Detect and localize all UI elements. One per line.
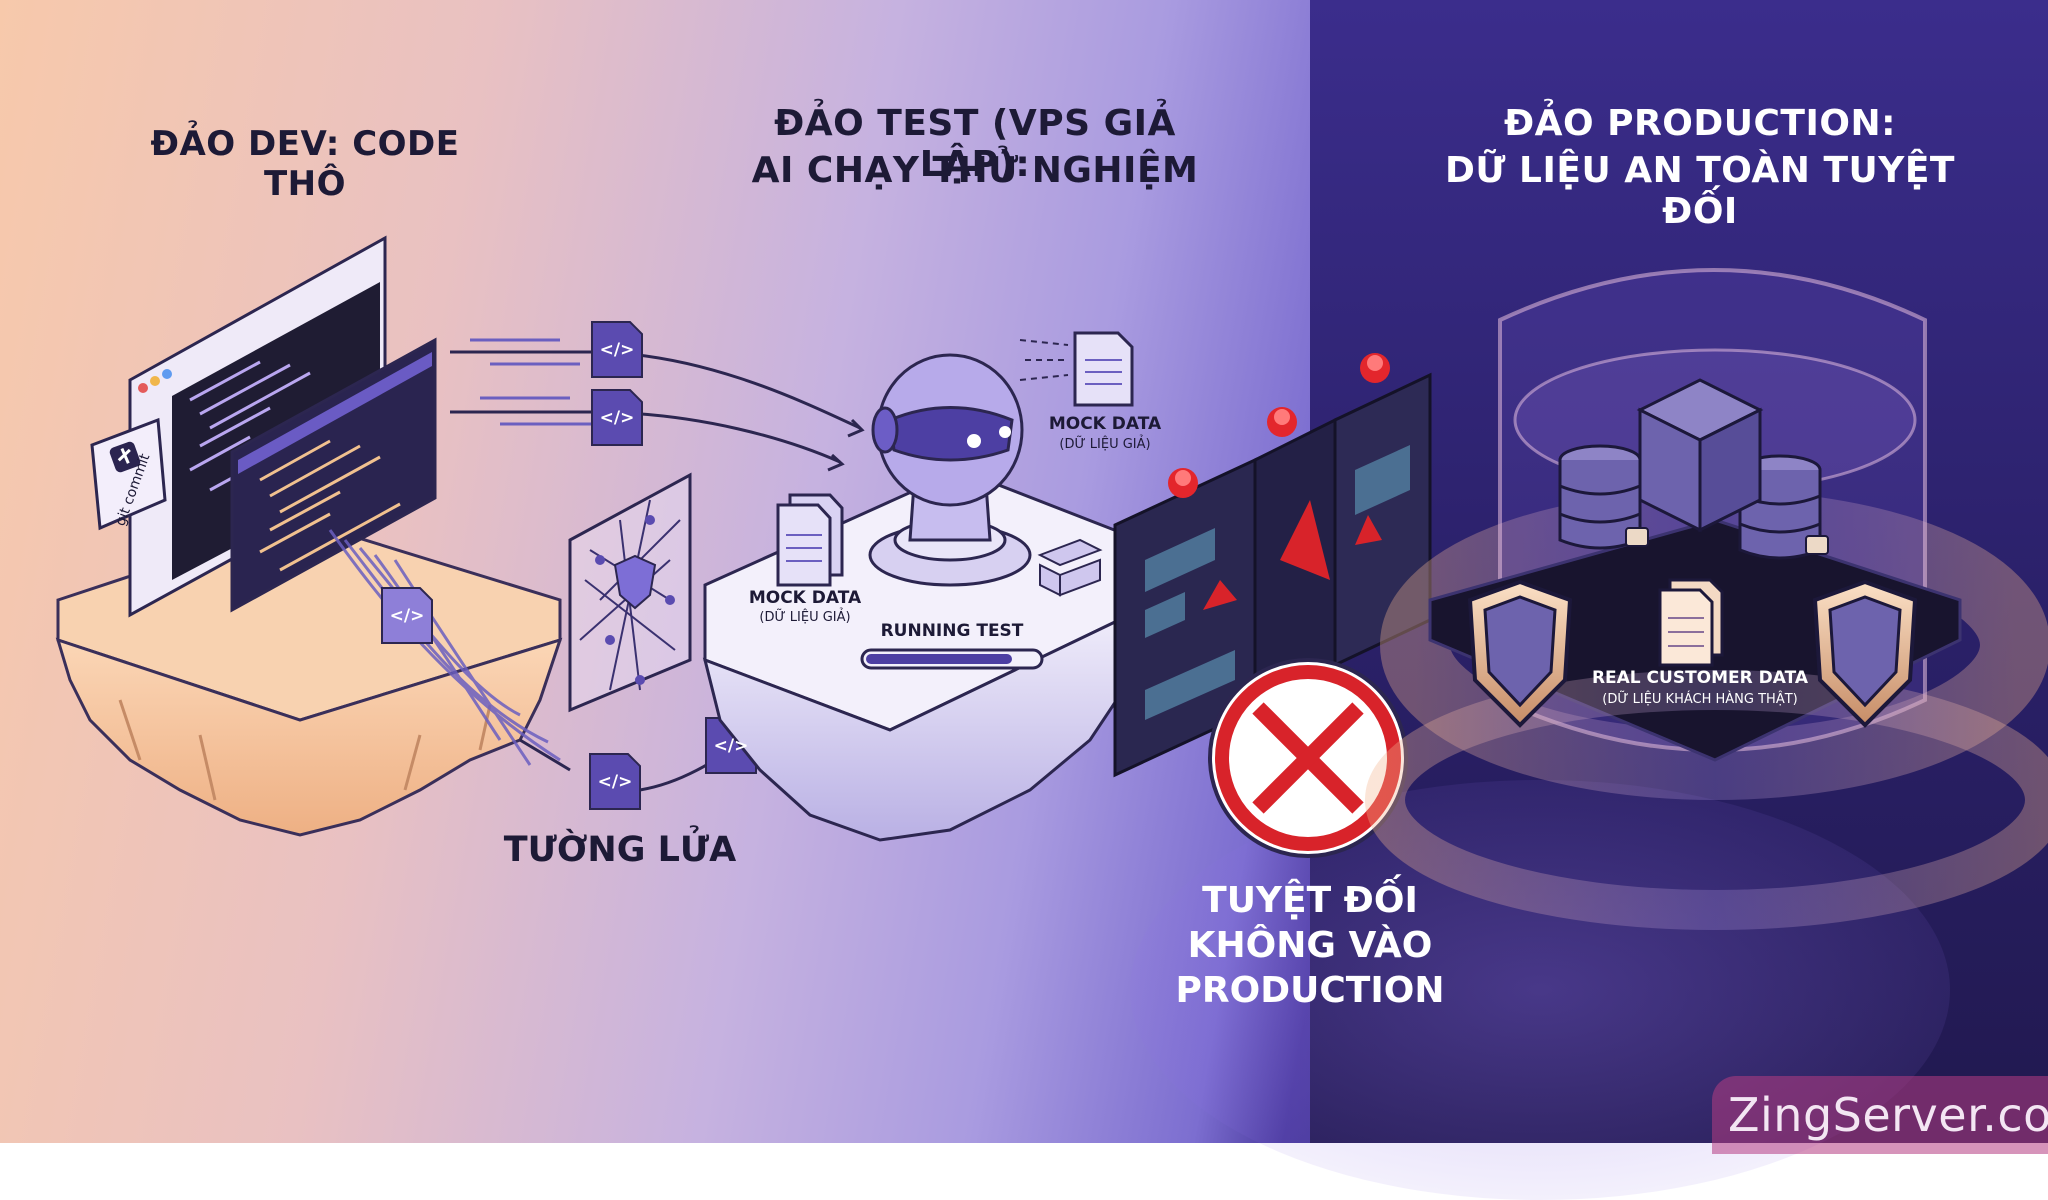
running-test-label: RUNNING TEST [880,621,1024,641]
real-data-label: REAL CUSTOMER DATA [1591,668,1809,688]
code-icon: </> [597,772,633,792]
code-window-front [230,337,437,613]
mock-data-left-label: MOCK DATA [748,588,862,608]
mock-data-top-label: MOCK DATA [1048,414,1162,434]
prod-title-line1: ĐẢO PRODUCTION: [1504,103,1896,144]
ai-robot [868,353,1032,587]
real-data-doc [1658,578,1724,667]
code-icon: </> [713,736,749,756]
dev-island [55,518,563,837]
git-commit-badge [90,417,167,531]
test-title-line2: AI CHẠY THỬ NGHIỆM [751,150,1199,191]
watermark-text: ZingServer.com [1728,1088,2048,1142]
firewall-mesh [568,472,692,713]
test-title-line1: ĐẢO TEST (VPS GIẢ LẬP): [774,103,1176,185]
firewall-label: TƯỜNG LỬA [503,830,737,870]
block-text-line3: PRODUCTION [1175,970,1445,1011]
code-icon: </> [599,408,635,428]
databases [1558,378,1829,560]
code-icon: </> [389,606,425,626]
mock-data-top-sub: (DỮ LIỆU GIẢ) [1059,437,1151,452]
real-data-sub: (DỮ LIỆU KHÁCH HÀNG THẬT) [1602,692,1798,707]
no-entry-sign [1208,658,1408,858]
mock-data-left-sub: (DỮ LIỆU GIẢ) [759,610,851,625]
watermark-badge [1712,1076,2048,1154]
mock-data-doc-left [776,493,844,587]
running-test-progress [860,648,1044,670]
block-text-line2: KHÔNG VÀO [1187,925,1433,966]
prod-title-line2: DỮ LIỆU AN TOÀN TUYỆT ĐỐI [1445,150,1955,232]
security-shields [1467,579,1918,728]
code-icon: </> [599,340,635,360]
code-flow-lines [328,529,561,766]
alarm-lights [1168,353,1390,498]
dev-title: ĐẢO DEV: CODE THÔ [150,124,460,204]
block-text-line1: TUYỆT ĐỐI [1202,880,1418,921]
mock-data-doc-top [1019,331,1134,407]
diagram-scene [55,235,2048,930]
